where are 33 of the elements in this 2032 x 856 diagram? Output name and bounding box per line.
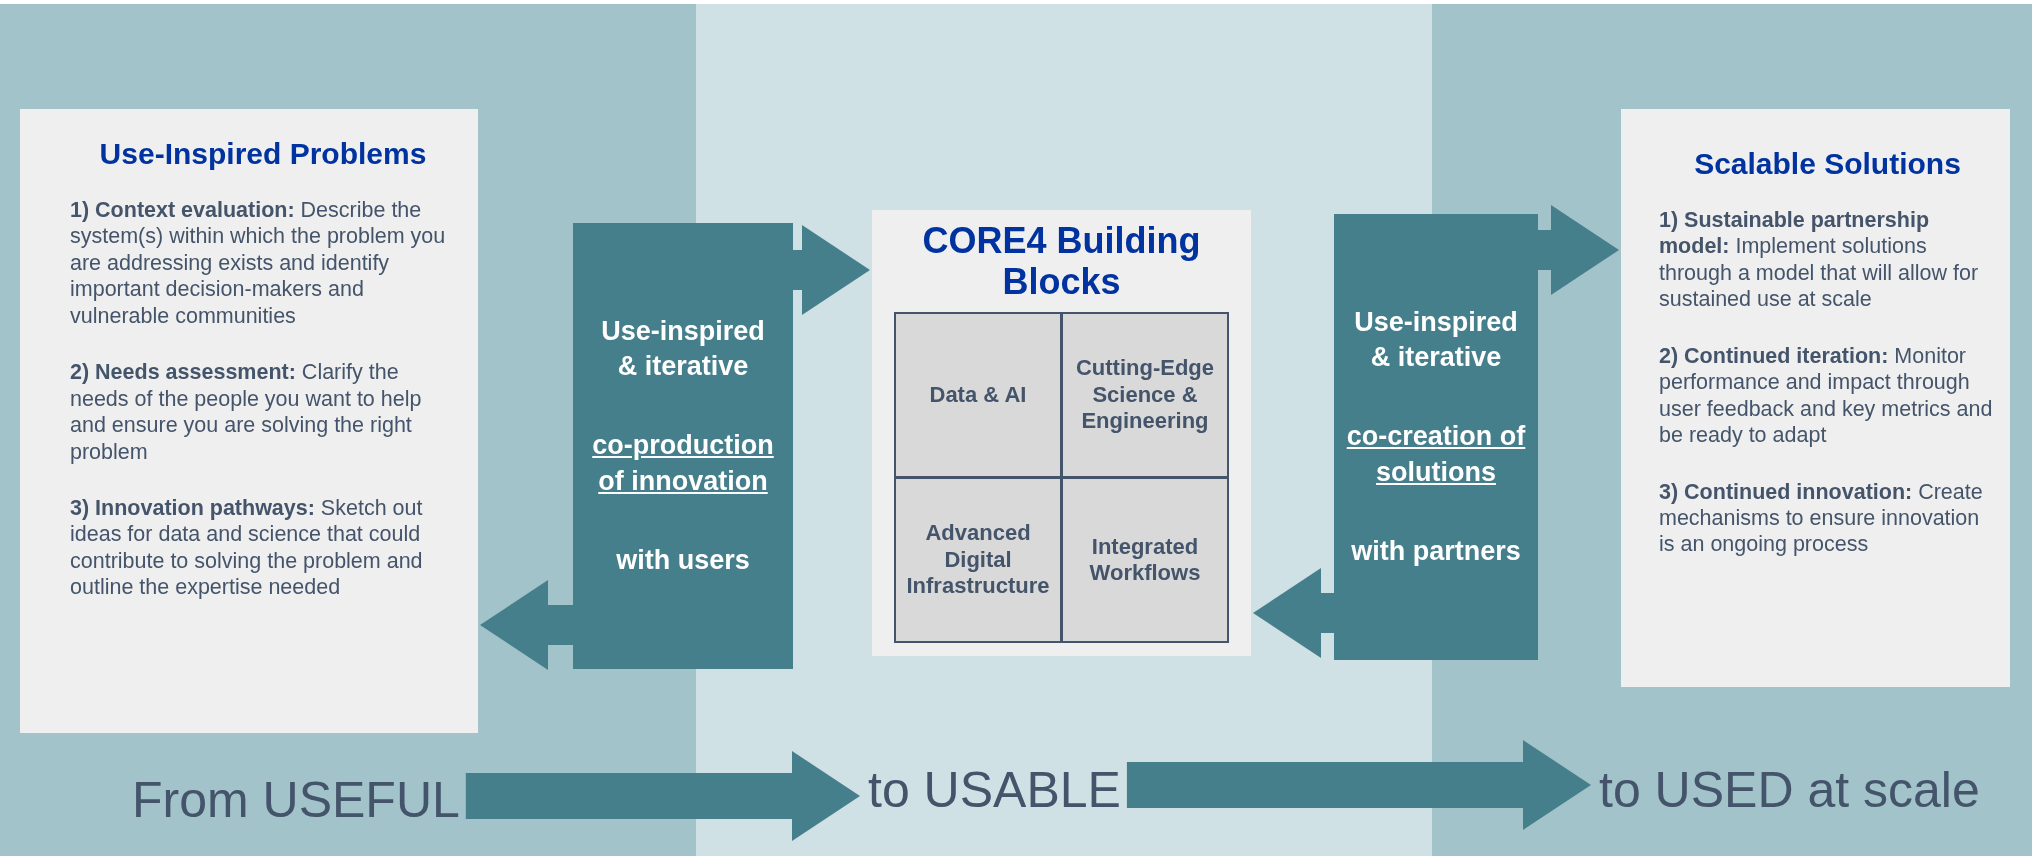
paragraph: 2) Needs assessment: Clarify the needs of the people you want to help and ensure you are solving the right problem: [70, 359, 423, 465]
building-block-tile: Integrated Workflows: [1061, 477, 1229, 643]
block-arrow: [1253, 568, 1334, 658]
building-blocks-panel: [872, 210, 1251, 656]
stage-label: to USABLE: [862, 765, 1127, 815]
block-arrow: [1538, 205, 1619, 295]
block-arrow: [465, 751, 860, 841]
paragraph: 1) Sustainable partnership model: Implement solutions through a model that will allow for sustained use at scale: [1659, 207, 1980, 313]
callout-text: Use-inspired & iterative: [600, 315, 766, 384]
building-block-tile: Cutting-Edge Science & Engineering: [1061, 312, 1229, 478]
callout-box: [1334, 214, 1538, 660]
paragraph: 2) Continued iteration: Monitor performance and impact through user feedback and key metrics and be ready to adapt: [1659, 342, 1994, 449]
callout-text: Use-inspired & iterative: [1353, 306, 1519, 375]
stage-label: to USED at scale: [1593, 765, 1986, 815]
stage-label: From USEFUL: [126, 775, 466, 825]
callout-text: with partners: [1351, 534, 1521, 568]
callout-box: [573, 223, 793, 669]
panel-title: Use-Inspired Problems: [98, 137, 428, 171]
underlined-text: co-production of innovation: [591, 429, 775, 498]
panel-title: CORE4 Building Blocks: [921, 220, 1202, 303]
text-panel: [20, 109, 478, 733]
paragraph: 1) Context evaluation: Describe the system(s) within which the problem you are addressing exists and identify important decision-makers and vulnerable communities: [70, 197, 447, 330]
callout-text: with users: [616, 543, 750, 577]
building-block-tile: Advanced Digital Infrastructure: [894, 477, 1062, 643]
block-arrow: [1126, 740, 1591, 830]
paragraph: 3) Innovation pathways: Sketch out ideas for data and science that could contribute to solving the problem and outline the expertise needed: [70, 494, 424, 601]
paragraph: 3) Continued innovation: Create mechanisms to ensure innovation is an ongoing process: [1659, 478, 1984, 558]
panel-title: Scalable Solutions: [1693, 147, 1962, 181]
building-block-tile: Data & AI: [894, 312, 1062, 478]
underlined-text: co-creation of solutions: [1345, 420, 1527, 489]
block-arrow: [480, 580, 573, 670]
text-panel: [1621, 109, 2010, 687]
block-arrow: [793, 225, 870, 315]
